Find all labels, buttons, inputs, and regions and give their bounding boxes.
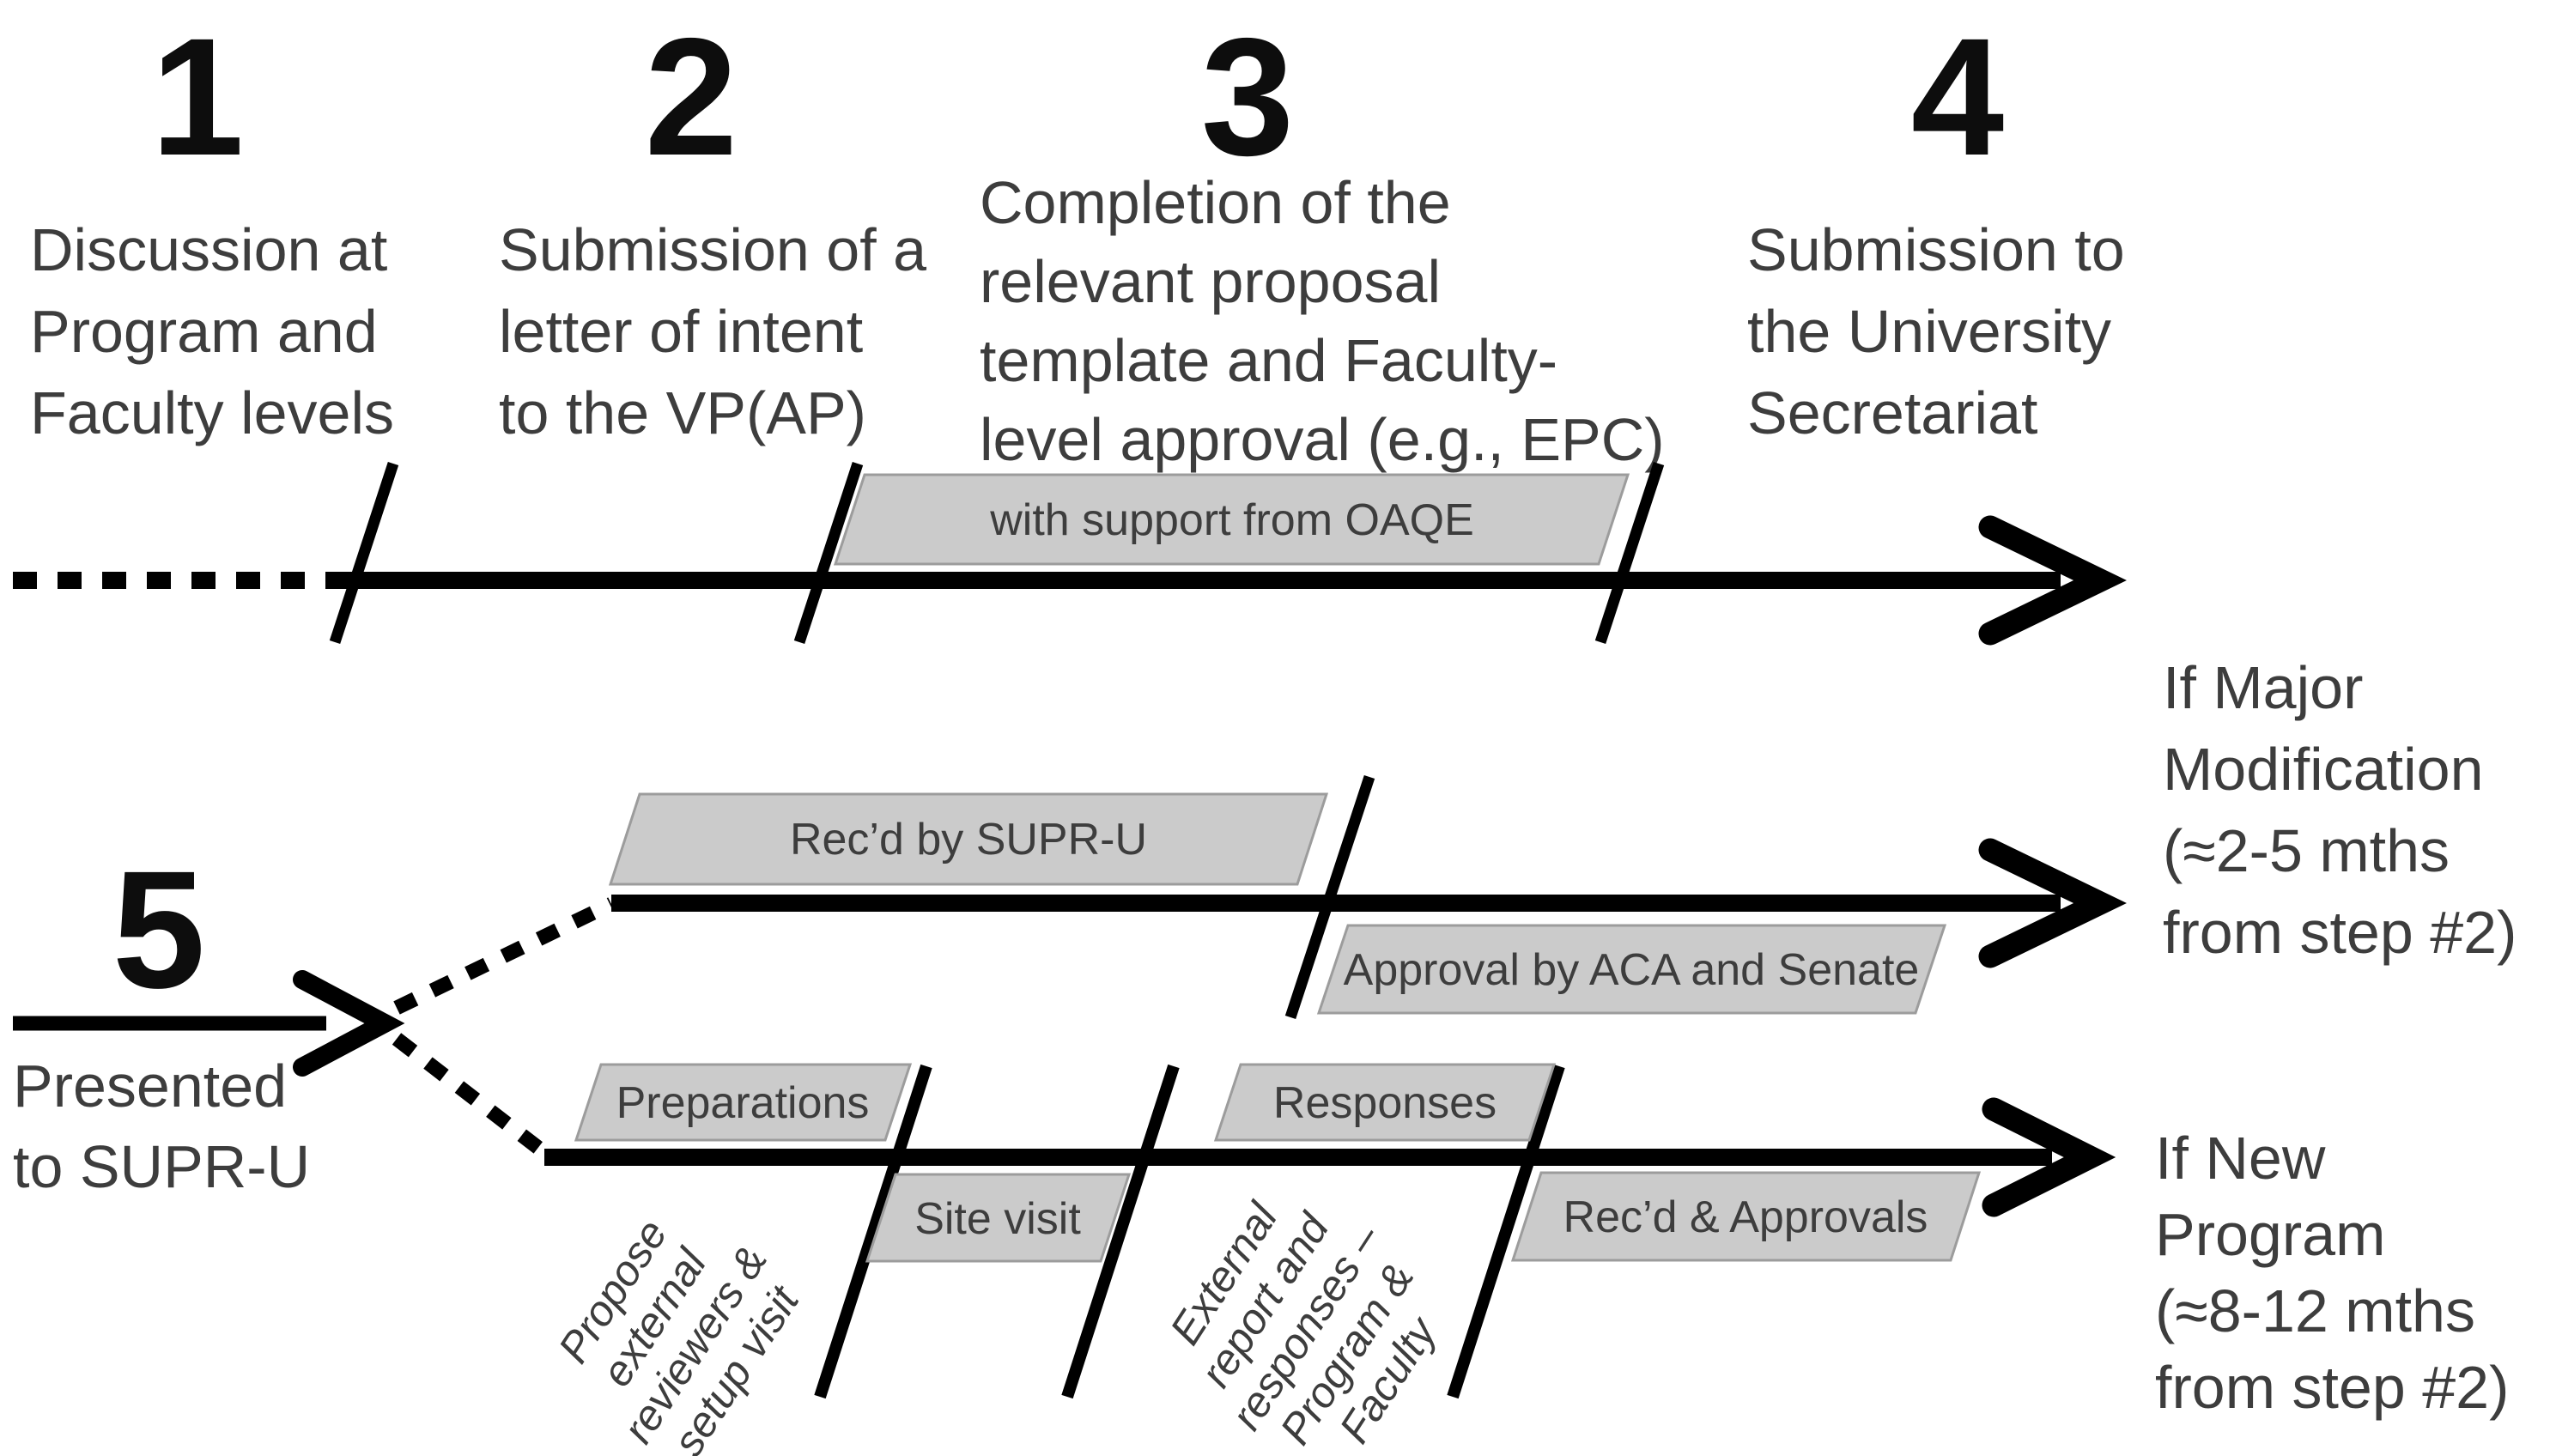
step-5-label: Presented: [13, 1053, 287, 1119]
middle-timeline-arrowhead-icon: [1978, 838, 2127, 968]
step-1-number: 1: [151, 3, 244, 191]
step-5-label: to SUPR-U: [13, 1133, 310, 1200]
middle-tick-1: [1284, 774, 1375, 1020]
step-3-label: Completion of the: [980, 169, 1451, 236]
step-2-label: to the VP(AP): [499, 379, 866, 446]
step-1-label: Discussion at: [30, 216, 387, 283]
site-visit-banner: [865, 1173, 1132, 1263]
outcome-major-modification: If Major Modification (≈2-5 mths from st…: [2163, 654, 2517, 966]
recd-approvals-banner-label: Rec’d & Approvals: [1563, 1192, 1928, 1242]
responses-banner-label: Responses: [1273, 1078, 1497, 1128]
preparations-banner-label: Preparations: [616, 1078, 870, 1128]
responses-banner: [1213, 1063, 1557, 1142]
step-4-label: Submission to: [1747, 216, 2125, 283]
recd-by-supru-banner-label: Rec’d by SUPR-U: [790, 815, 1147, 864]
site-visit-banner-label: Site visit: [914, 1194, 1081, 1244]
step-3-label: level approval (e.g., EPC): [980, 406, 1665, 473]
outcome-major-modification-line: from step #2): [2163, 899, 2517, 966]
top-tick-1: [329, 461, 399, 645]
step-2-number: 2: [645, 3, 738, 191]
external-report-note: External report and responses – Program …: [1161, 1193, 1448, 1453]
outcome-new-program-line: If New: [2155, 1125, 2326, 1192]
step-1-label: Program and: [30, 298, 378, 365]
outcome-new-program-line: (≈8-12 mths: [2155, 1277, 2475, 1344]
approval-aca-senate-banner-label: Approval by ACA and Senate: [1344, 945, 1920, 995]
outcome-new-program-line: from step #2): [2155, 1354, 2509, 1421]
branch-dotted-upper: [393, 897, 615, 1015]
branch-dotted-lower: [392, 1033, 551, 1160]
bottom-tick-1: [814, 1064, 932, 1399]
step-1-label: Faculty levels: [30, 379, 394, 446]
bottom-tick-2: [1061, 1064, 1180, 1399]
step-4-label: the University: [1747, 298, 2111, 365]
preparations-banner: [574, 1063, 913, 1142]
oaqe-banner: [833, 473, 1630, 566]
top-tick-2: [793, 461, 864, 645]
oaqe-banner-label: with support from OAQE: [989, 495, 1474, 545]
step-2-label: Submission of a: [499, 216, 926, 283]
propose-reviewers-note: Propose external reviewers & setup visit: [549, 1211, 809, 1456]
step-3-label: relevant proposal: [980, 248, 1441, 315]
top-tick-3: [1594, 461, 1665, 645]
recd-approvals-banner: [1510, 1171, 1982, 1262]
bottom-timeline-arrowhead-icon: [1982, 1097, 2116, 1217]
outcome-major-modification-line: If Major: [2163, 654, 2363, 721]
step-5-arrowhead-icon: [293, 970, 405, 1077]
step-4-label: Secretariat: [1747, 379, 2037, 446]
outcome-new-program-line: Program: [2155, 1201, 2385, 1268]
step-2-label: letter of intent: [499, 298, 863, 365]
bottom-tick-3: [1447, 1064, 1565, 1399]
outcome-major-modification-line: (≈2-5 mths: [2163, 817, 2450, 884]
outcome-major-modification-line: Modification: [2163, 736, 2484, 803]
outcome-new-program: If New Program (≈8-12 mths from step #2): [2155, 1125, 2509, 1421]
approval-aca-senate-banner: [1316, 924, 1947, 1015]
step-5-number: 5: [112, 836, 205, 1023]
step-3-number: 3: [1201, 3, 1294, 191]
top-timeline-arrowhead-icon: [1978, 515, 2127, 646]
step-4-number: 4: [1911, 3, 2004, 191]
step-3-label: template and Faculty-: [980, 327, 1557, 394]
recd-by-supru-banner: [608, 792, 1329, 886]
